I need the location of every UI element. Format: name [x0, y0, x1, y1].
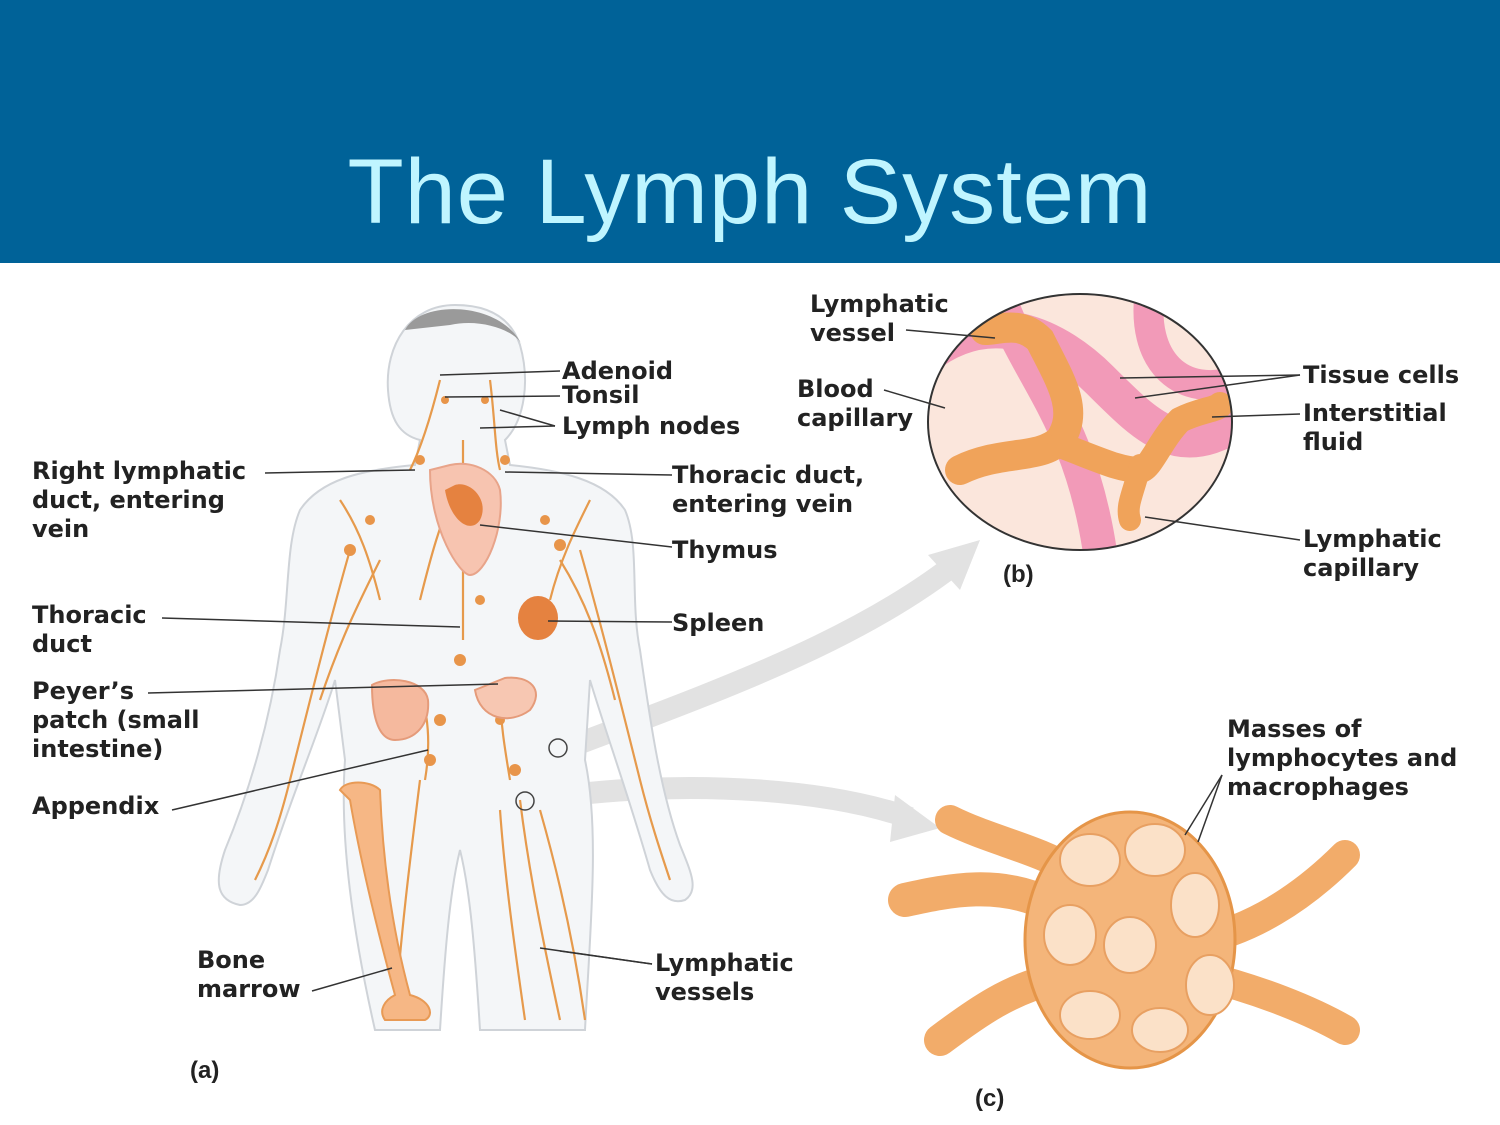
- femur: [338, 781, 431, 1021]
- intestine: [370, 679, 430, 742]
- label-right-lymphatic-duct: Right lymphatic duct, entering vein: [32, 457, 247, 543]
- thymus-organ: [445, 484, 483, 526]
- label-spleen: Spleen: [672, 609, 765, 637]
- panel-label-a: (a): [190, 1057, 220, 1084]
- leader-lines-c: [1184, 774, 1223, 843]
- label-adenoid: Adenoid: [562, 357, 674, 385]
- label-tonsil: Tonsil: [562, 381, 640, 409]
- detail-b-artwork: [928, 294, 1232, 550]
- label-tissue-cells: Tissue cells: [1303, 361, 1460, 389]
- label-thoracic-duct: Thoracic duct: [32, 601, 147, 658]
- panel-label-c: (c): [975, 1085, 1005, 1112]
- detail-b-outline: [927, 293, 1233, 551]
- slide-title: The Lymph System: [347, 141, 1153, 243]
- stomach: [473, 676, 537, 720]
- label-lymphatic-vessels: Lymphatic vessels: [655, 949, 794, 1006]
- label-lymphatic-capillary: Lymphatic capillary: [1303, 525, 1442, 582]
- arrow-to-c-head: [890, 795, 940, 842]
- human-figure: [217, 303, 694, 1031]
- label-peyers-patch: Peyer’s patch (small intestine): [32, 677, 200, 763]
- arrow-to-c: [568, 777, 914, 829]
- label-appendix: Appendix: [32, 792, 160, 820]
- label-interstitial-fluid: Interstitial fluid: [1303, 399, 1447, 456]
- panel-label-b: (b): [1003, 561, 1034, 588]
- label-lymph-nodes: Lymph nodes: [562, 412, 741, 440]
- lymph-diagram: Adenoid Tonsil Lymph nodes Right lymphat…: [0, 263, 1500, 1125]
- label-thoracic-duct-entering-vein: Thoracic duct, entering vein: [672, 461, 865, 518]
- label-blood-capillary: Blood capillary: [797, 375, 913, 432]
- arrow-to-b-head: [928, 540, 980, 590]
- spleen-organ: [518, 596, 558, 640]
- label-masses-of-lymphocytes: Masses of lymphocytes and macrophages: [1227, 715, 1458, 801]
- node-circle-c: [515, 791, 535, 811]
- title-banner: [0, 0, 1500, 263]
- label-thymus: Thymus: [672, 536, 778, 564]
- label-bone-marrow: Bone marrow: [197, 946, 301, 1003]
- detail-c-artwork: [888, 805, 1360, 1070]
- leader-lines-b: [883, 329, 1301, 541]
- leader-lines-a: [147, 370, 673, 992]
- diagram-artwork: [147, 293, 1360, 1070]
- lymph-node-dots: [344, 396, 566, 776]
- tissue-circle-b: [548, 738, 568, 758]
- label-lymphatic-vessel: Lymphatic vessel: [810, 290, 949, 347]
- hair: [405, 309, 522, 345]
